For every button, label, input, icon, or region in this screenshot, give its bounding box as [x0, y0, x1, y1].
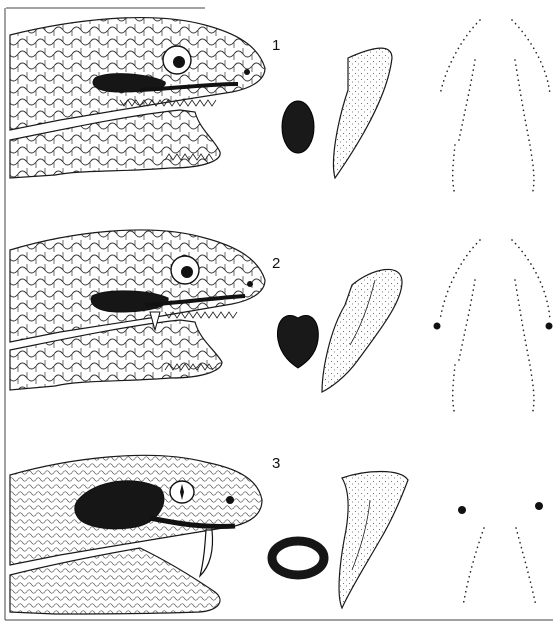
- tooth-3: [339, 472, 408, 609]
- scale-pattern-2: [434, 240, 553, 415]
- panel-label-1: 1: [272, 37, 280, 54]
- upper-head-2: [10, 230, 265, 342]
- apical-pit-3-right: [535, 502, 543, 510]
- upper-head-1: [10, 18, 265, 130]
- panel-1: 1: [10, 18, 550, 195]
- apical-pit-2-left: [434, 323, 441, 330]
- gland-section-2: [277, 315, 318, 368]
- snake-head-1: [10, 18, 265, 178]
- gland-section-3: [272, 541, 324, 575]
- fang-3: [200, 530, 213, 576]
- apical-pit-2-right: [546, 323, 553, 330]
- pupil-2: [181, 266, 193, 278]
- snake-head-2: [10, 230, 265, 390]
- panel-2: 2: [10, 230, 553, 415]
- panel-label-3: 3: [272, 455, 280, 472]
- apical-pit-3-left: [458, 506, 466, 514]
- tooth-1: [333, 48, 392, 178]
- tooth-2: [322, 269, 402, 392]
- nostril-2: [247, 281, 253, 287]
- pupil-1: [173, 56, 185, 68]
- snake-head-3: [10, 455, 262, 614]
- scale-pattern-3: [458, 502, 543, 606]
- panel-3: 3: [10, 455, 543, 614]
- panel-label-2: 2: [272, 255, 280, 272]
- gland-section-1: [282, 101, 314, 153]
- scale-pattern-1: [440, 20, 550, 195]
- loreal-pit-3: [226, 496, 234, 504]
- nostril-1: [244, 69, 250, 75]
